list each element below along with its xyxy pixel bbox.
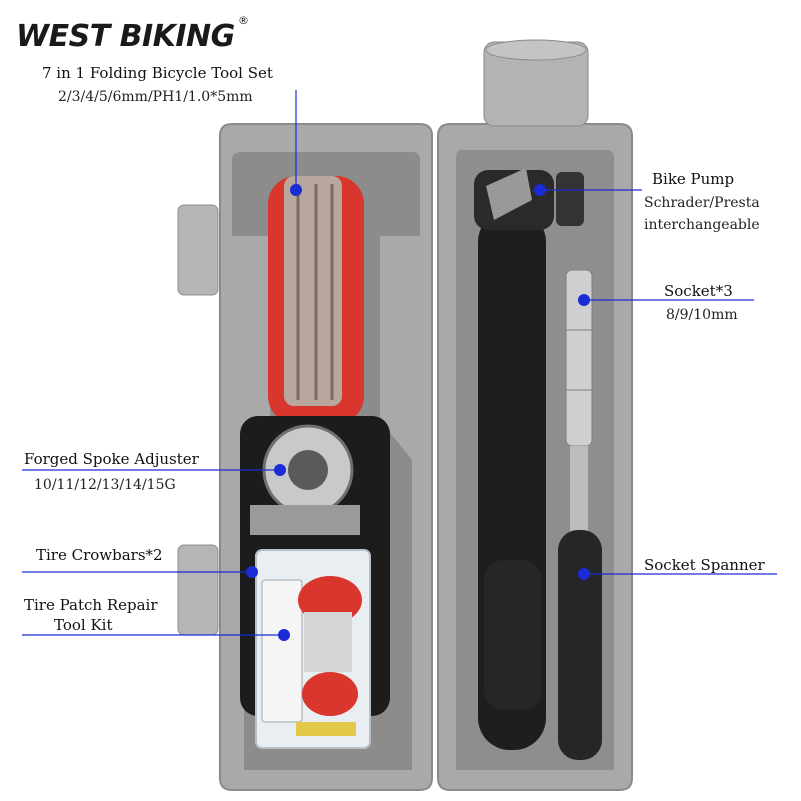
marker-dot [578, 568, 590, 580]
marker-dot [278, 629, 290, 641]
brand-logo: WEST BIKING ® [16, 14, 248, 54]
pump-graphic [474, 168, 584, 750]
marker-dot [578, 294, 590, 306]
registered-mark: ® [238, 14, 248, 27]
patch-kit-graphic [255, 549, 371, 749]
folding-tool-title: 7 in 1 Folding Bicycle Tool Set [42, 64, 273, 82]
socket-title: Socket*3 [664, 282, 733, 300]
marker-dot [246, 566, 258, 578]
marker-dot [534, 184, 546, 196]
bike-pump-detail-line2: interchangeable [644, 217, 760, 233]
socket-spanner-title: Socket Spanner [644, 556, 765, 574]
spoke-adjuster-detail: 10/11/12/13/14/15G [34, 477, 176, 493]
tire-crowbars-title: Tire Crowbars*2 [36, 546, 163, 564]
socket-detail: 8/9/10mm [666, 307, 738, 323]
callout-markers [246, 184, 590, 641]
socket-spanner-graphic [558, 269, 602, 760]
patch-kit-title-line2: Tool Kit [54, 616, 113, 634]
callout-lines [22, 90, 777, 636]
marker-dot [274, 464, 286, 476]
spoke-adjuster-title: Forged Spoke Adjuster [24, 450, 199, 468]
marker-dot [290, 184, 302, 196]
bike-pump-detail-line1: Schrader/Presta [644, 195, 760, 211]
folding-tool-detail: 2/3/4/5/6mm/PH1/1.0*5mm [58, 89, 253, 105]
bike-pump-title: Bike Pump [652, 170, 735, 188]
patch-kit-title-line1: Tire Patch Repair [24, 596, 158, 614]
folding-tool-graphic [268, 176, 364, 424]
brand-name: WEST BIKING [16, 19, 235, 54]
